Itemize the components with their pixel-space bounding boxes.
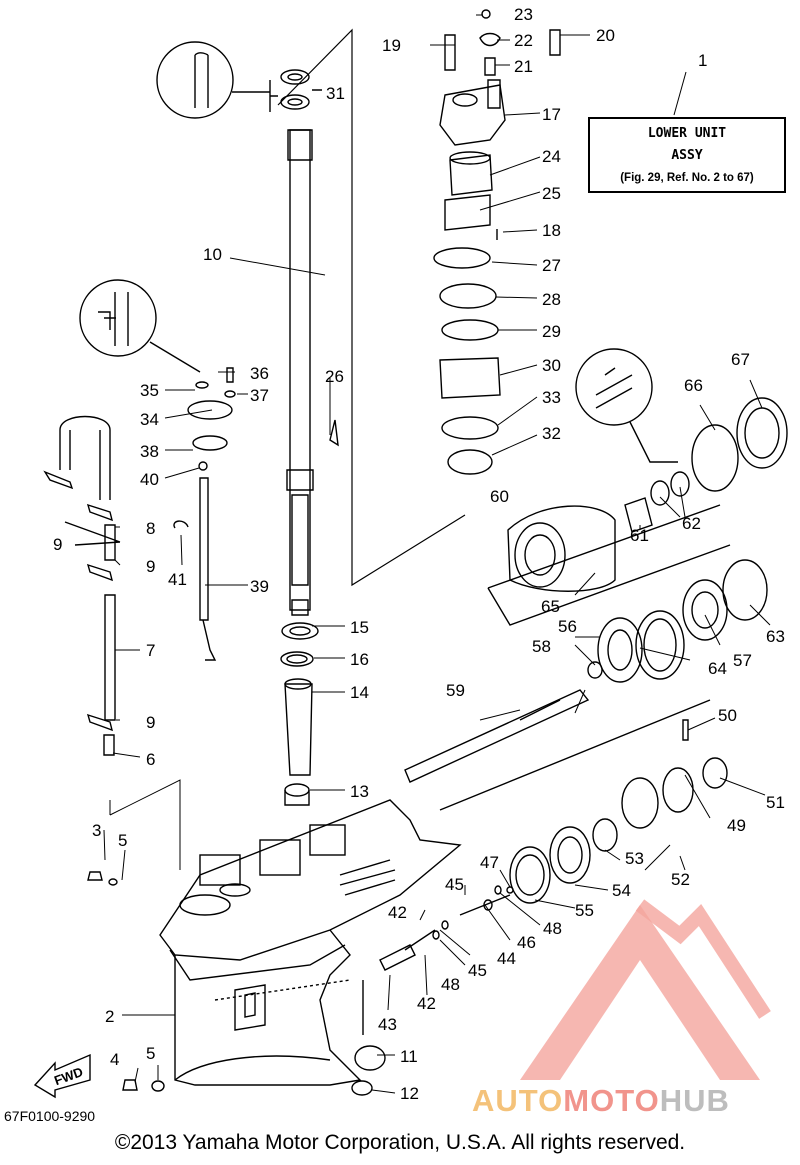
grease-detail-right: [575, 348, 678, 463]
callout-43: 43: [378, 1015, 397, 1034]
callout-25: 25: [542, 184, 561, 203]
callout-9c: 9: [146, 713, 155, 732]
callout-11: 11: [400, 1047, 418, 1066]
assembly-label-line2: ASSY: [671, 148, 703, 163]
callout-53: 53: [625, 849, 644, 868]
callout-23: 23: [514, 5, 533, 24]
callout-13: 13: [350, 782, 369, 801]
shift-rod-assembly: [43, 367, 236, 1092]
callout-46: 46: [517, 933, 536, 952]
callout-62: 62: [682, 514, 701, 533]
callout-30: 30: [542, 356, 561, 375]
callout-21: 21: [514, 57, 533, 76]
oil-seals-31: [269, 69, 322, 112]
callout-67: 67: [731, 350, 750, 369]
watermark-logo: [520, 899, 771, 1080]
callout-40: 40: [140, 470, 159, 489]
callout-65: 65: [541, 597, 560, 616]
propeller-shaft-gears: [351, 397, 788, 1096]
assembly-label-line3: (Fig. 29, Ref. No. 2 to 67): [620, 172, 754, 184]
callout-39: 39: [250, 577, 269, 596]
callout-28: 28: [542, 290, 561, 309]
callout-35: 35: [140, 381, 159, 400]
callout-56: 56: [558, 617, 577, 636]
callout-61: 61: [630, 526, 649, 545]
fwd-label: FWD: [52, 1064, 85, 1088]
callout-64: 64: [708, 659, 727, 678]
part-code: 67F0100-9290: [4, 1108, 96, 1124]
callout-57: 57: [733, 651, 752, 670]
callout-42b: 42: [417, 994, 436, 1013]
callout-32: 32: [542, 424, 561, 443]
bearing-sleeve-parts: [280, 622, 319, 806]
callout-42a: 42: [388, 903, 407, 922]
callout-27: 27: [542, 256, 561, 275]
callout-31: 31: [326, 84, 345, 103]
callout-9b: 9: [146, 557, 155, 576]
callout-50: 50: [718, 706, 737, 725]
callout-8: 8: [146, 519, 155, 538]
callout-60: 60: [490, 487, 509, 506]
callout-48a: 48: [543, 919, 562, 938]
callout-29: 29: [542, 322, 561, 341]
callout-55: 55: [575, 901, 594, 920]
callout-49: 49: [727, 816, 746, 835]
callout-14: 14: [350, 683, 369, 702]
callout-63: 63: [766, 627, 785, 646]
callout-34: 34: [140, 410, 159, 429]
callout-12: 12: [400, 1084, 419, 1103]
callout-24: 24: [542, 147, 561, 166]
grease-detail-top: [156, 41, 270, 119]
callout-7: 7: [146, 641, 155, 660]
callout-19: 19: [382, 36, 401, 55]
watermark-auto: AUTO: [472, 1083, 564, 1118]
grease-detail-left: [79, 279, 201, 373]
callout-66: 66: [684, 376, 703, 395]
callout-51: 51: [766, 793, 785, 812]
lower-casing: [159, 799, 462, 1086]
assembly-label-box: LOWER UNIT ASSY (Fig. 29, Ref. No. 2 to …: [588, 117, 786, 193]
callout-41: 41: [168, 570, 187, 589]
callout-52: 52: [671, 870, 690, 889]
copyright-notice: ©2013 Yamaha Motor Corporation, U.S.A. A…: [114, 1131, 686, 1154]
callout-37: 37: [250, 386, 269, 405]
watermark-text: AUTOMOTOHUB: [472, 1083, 730, 1119]
callout-5b: 5: [146, 1044, 155, 1063]
callout-1: 1: [698, 51, 707, 70]
callout-58: 58: [532, 637, 551, 656]
callout-59: 59: [446, 681, 465, 700]
callout-9a: 9: [53, 535, 62, 554]
callout-26: 26: [325, 367, 344, 386]
callout-17: 17: [542, 105, 561, 124]
callout-54: 54: [612, 881, 631, 900]
callout-45a: 45: [445, 875, 464, 894]
callout-2: 2: [105, 1007, 114, 1026]
callout-5a: 5: [118, 831, 127, 850]
callout-20: 20: [596, 26, 615, 45]
callout-33: 33: [542, 388, 561, 407]
callout-16: 16: [350, 650, 369, 669]
callout-36: 36: [250, 364, 269, 383]
callout-4: 4: [110, 1050, 119, 1069]
callout-48b: 48: [441, 975, 460, 994]
drive-shaft: [286, 129, 314, 616]
callout-3: 3: [92, 821, 101, 840]
callout-38: 38: [140, 442, 159, 461]
water-pump-assembly: [329, 9, 561, 475]
leader-lines: [103, 14, 771, 1094]
callout-22: 22: [514, 31, 533, 50]
callout-6: 6: [146, 750, 155, 769]
callout-numbers: 1 2 3 4 5 5 6 7 8 9 9 9 10 11 12 13 14 1…: [52, 5, 785, 1103]
callout-15: 15: [350, 618, 369, 637]
watermark-hub: HUB: [659, 1083, 730, 1118]
callout-10: 10: [203, 245, 222, 264]
callout-18: 18: [542, 221, 561, 240]
callout-47: 47: [480, 853, 499, 872]
callout-44: 44: [497, 949, 516, 968]
watermark-moto: MOTO: [563, 1083, 660, 1118]
fwd-arrow: [33, 1053, 91, 1099]
assembly-label-line1: LOWER UNIT: [647, 126, 727, 141]
callout-45b: 45: [468, 961, 487, 980]
